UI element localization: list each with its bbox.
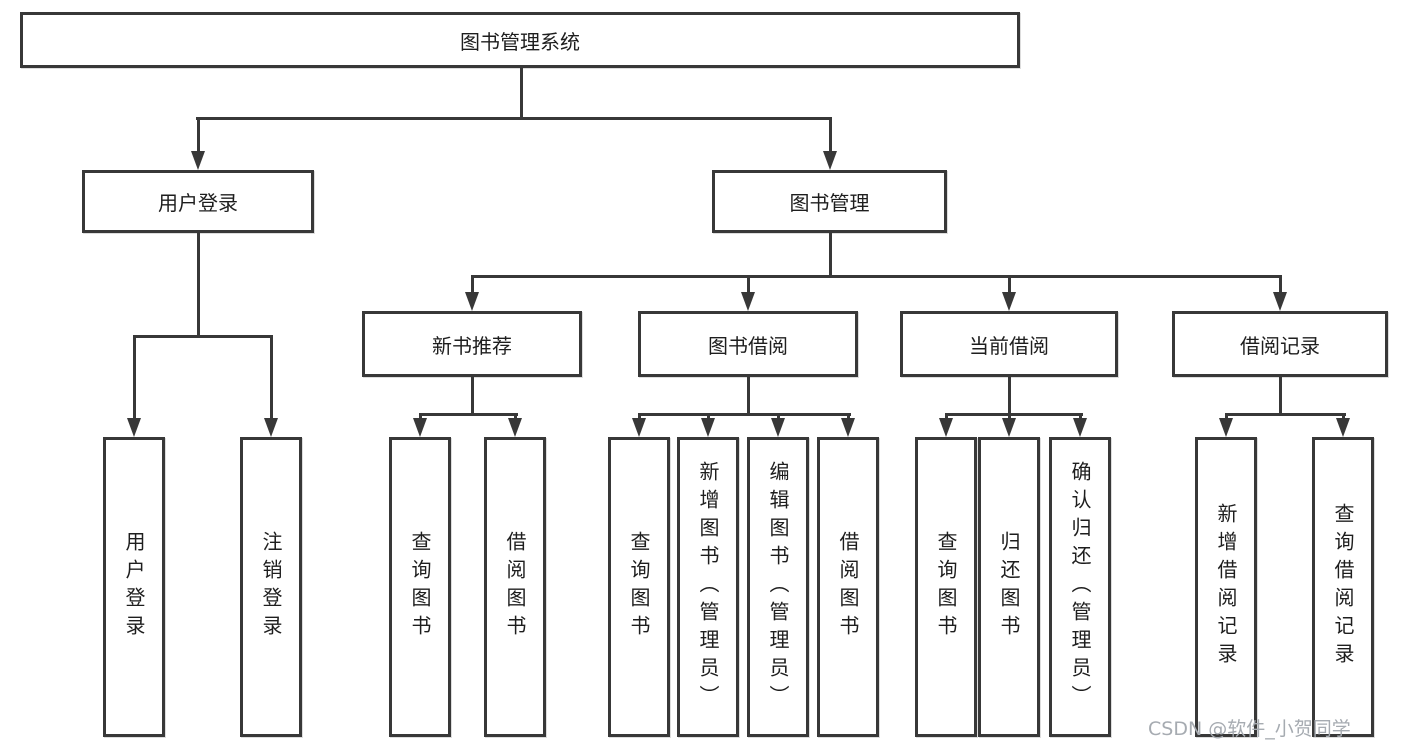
- arrowhead-user-login: [191, 151, 205, 170]
- leaf-logout-label: 注销登录: [259, 531, 283, 643]
- leaf-add-book-admin-label: 新增图书（管理员）: [696, 461, 720, 713]
- arrowhead-current-borrow: [1002, 292, 1016, 311]
- leaf-add-book-admin: 新增图书（管理员）: [677, 437, 739, 737]
- node-book-borrow: 图书借阅: [638, 311, 858, 377]
- leaf-query-book-2-label: 查询图书: [627, 531, 651, 643]
- arrowhead-leaf-login: [127, 418, 141, 437]
- arrowhead-leaf: [841, 418, 855, 437]
- node-current-borrow-label: 当前借阅: [969, 333, 1049, 358]
- arrowhead-leaf: [1073, 418, 1087, 437]
- connector-drop: [777, 413, 780, 420]
- leaf-confirm-return-admin-label: 确认归还（管理员）: [1068, 461, 1092, 713]
- leaf-query-borrow-record-label: 查询借阅记录: [1331, 503, 1355, 671]
- connector-drop-leaf-logout: [270, 335, 273, 420]
- leaf-add-borrow-record-label: 新增借阅记录: [1214, 503, 1238, 671]
- node-library-management-system-label: 图书管理系统: [460, 29, 580, 54]
- connector-drop: [419, 413, 422, 420]
- leaf-logout: 注销登录: [240, 437, 302, 737]
- connector-book-borrow-branch: [638, 413, 851, 416]
- node-library-management-system: 图书管理系统: [20, 12, 1020, 68]
- connector-drop: [1079, 413, 1082, 420]
- leaf-return-book: 归还图书: [978, 437, 1040, 737]
- connector-root-stem: [520, 68, 523, 117]
- leaf-borrow-book-2-label: 借阅图书: [836, 531, 860, 643]
- node-borrow-records: 借阅记录: [1172, 311, 1388, 377]
- node-borrow-records-label: 借阅记录: [1240, 333, 1320, 358]
- connector-drop: [945, 413, 948, 420]
- connector-new-book-branch: [419, 413, 518, 416]
- connector-drop: [514, 413, 517, 420]
- leaf-user-login-label: 用户登录: [122, 531, 146, 643]
- arrowhead-leaf: [632, 418, 646, 437]
- arrowhead-leaf: [1219, 418, 1233, 437]
- connector-drop-user-login: [197, 117, 200, 153]
- node-user-login: 用户登录: [82, 170, 314, 233]
- connector-borrow-records-stem: [1279, 377, 1282, 413]
- connector-book-management-stem: [829, 233, 832, 275]
- connector-drop: [638, 413, 641, 420]
- connector-drop-borrow-records: [1279, 275, 1282, 294]
- leaf-user-login: 用户登录: [103, 437, 165, 737]
- node-user-login-label: 用户登录: [158, 191, 238, 215]
- arrowhead-leaf: [939, 418, 953, 437]
- connector-root-branch: [196, 117, 832, 120]
- connector-user-login-stem: [197, 233, 200, 335]
- arrowhead-leaf: [1336, 418, 1350, 437]
- leaf-borrow-book-2: 借阅图书: [817, 437, 879, 737]
- connector-new-book-stem: [471, 377, 474, 413]
- leaf-borrow-book-1: 借阅图书: [484, 437, 546, 737]
- connector-drop: [1008, 413, 1011, 420]
- arrowhead-leaf: [1002, 418, 1016, 437]
- node-book-management: 图书管理: [712, 170, 947, 233]
- watermark: CSDN @软件_小贺同学: [1148, 718, 1351, 740]
- arrowhead-book-borrow: [741, 292, 755, 311]
- connector-drop: [1342, 413, 1345, 420]
- connector-current-borrow-stem: [1008, 377, 1011, 413]
- connector-drop-book-management: [829, 117, 832, 153]
- connector-borrow-records-branch: [1225, 413, 1346, 416]
- node-current-borrow: 当前借阅: [900, 311, 1118, 377]
- node-new-book-recommend: 新书推荐: [362, 311, 582, 377]
- node-book-borrow-label: 图书借阅: [708, 333, 788, 358]
- arrowhead-leaf: [413, 418, 427, 437]
- connector-drop-current-borrow: [1008, 275, 1011, 294]
- connector-current-borrow-branch: [945, 413, 1083, 416]
- leaf-query-book-3-label: 查询图书: [934, 531, 958, 643]
- connector-drop: [1225, 413, 1228, 420]
- connector-drop-book-borrow: [747, 275, 750, 294]
- leaf-edit-book-admin-label: 编辑图书（管理员）: [766, 461, 790, 713]
- leaf-add-borrow-record: 新增借阅记录: [1195, 437, 1257, 737]
- connector-drop: [847, 413, 850, 420]
- connector-drop-new-book: [471, 275, 474, 294]
- leaf-query-book-1: 查询图书: [389, 437, 451, 737]
- leaf-query-book-2: 查询图书: [608, 437, 670, 737]
- leaf-confirm-return-admin: 确认归还（管理员）: [1049, 437, 1111, 737]
- connector-book-borrow-stem: [747, 377, 750, 413]
- connector-drop-leaf-login: [133, 335, 136, 420]
- leaf-return-book-label: 归还图书: [997, 531, 1021, 643]
- connector-drop: [707, 413, 710, 420]
- arrowhead-leaf: [508, 418, 522, 437]
- leaf-query-book-3: 查询图书: [915, 437, 977, 737]
- leaf-query-book-1-label: 查询图书: [408, 531, 432, 643]
- leaf-query-borrow-record: 查询借阅记录: [1312, 437, 1374, 737]
- arrowhead-borrow-records: [1273, 292, 1287, 311]
- arrowhead-leaf: [771, 418, 785, 437]
- node-new-book-recommend-label: 新书推荐: [432, 333, 512, 358]
- leaf-edit-book-admin: 编辑图书（管理员）: [747, 437, 809, 737]
- leaf-borrow-book-1-label: 借阅图书: [503, 531, 527, 643]
- arrowhead-new-book: [465, 292, 479, 311]
- node-book-management-label: 图书管理: [789, 191, 870, 215]
- connector-level3-branch: [471, 275, 1281, 278]
- arrowhead-leaf-logout: [264, 418, 278, 437]
- arrowhead-book-management: [823, 151, 837, 170]
- arrowhead-leaf: [701, 418, 715, 437]
- connector-user-login-branch: [133, 335, 273, 338]
